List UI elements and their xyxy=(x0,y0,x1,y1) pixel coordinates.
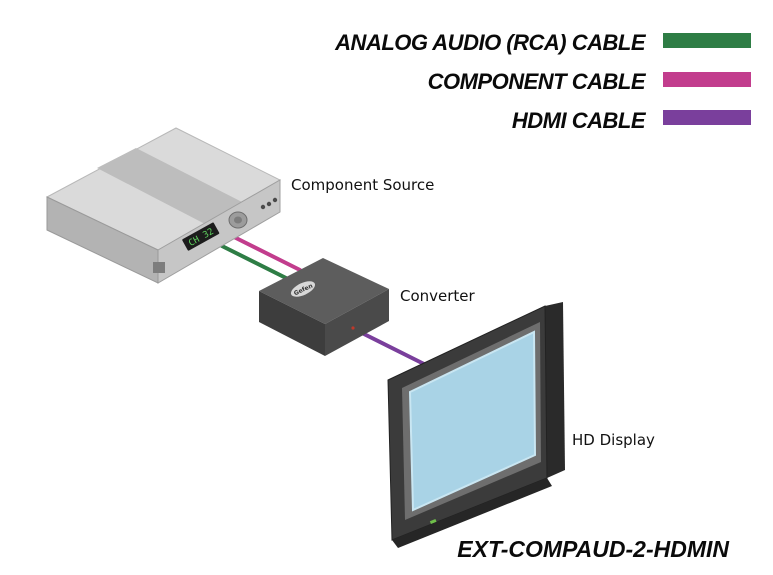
source-side-vent xyxy=(153,262,165,273)
display-screen xyxy=(408,330,537,512)
model-name: EXT-COMPAUD-2-HDMIN xyxy=(457,536,729,562)
converter-device: Gefen xyxy=(259,258,389,356)
legend-label-hdmi: HDMI CABLE xyxy=(512,108,647,133)
legend-item-hdmi: HDMI CABLE xyxy=(512,108,751,133)
component-source-label: Component Source xyxy=(291,176,434,194)
hd-display-label: HD Display xyxy=(572,431,655,449)
legend-item-analog-audio: ANALOG AUDIO (RCA) CABLE xyxy=(334,30,751,55)
legend-label-component: COMPONENT CABLE xyxy=(428,69,647,94)
converter-led-icon xyxy=(351,326,355,330)
converter-top-face xyxy=(259,258,389,324)
hdmi-cable xyxy=(360,331,434,370)
source-side-face xyxy=(46,196,159,284)
source-jacks-icon xyxy=(260,197,278,210)
legend-label-analog-audio: ANALOG AUDIO (RCA) CABLE xyxy=(334,30,647,55)
legend-swatch-hdmi xyxy=(663,110,751,125)
legend-swatch-analog-audio xyxy=(663,33,751,48)
display-back-edge xyxy=(545,302,565,478)
legend-item-component: COMPONENT CABLE xyxy=(428,69,751,94)
legend: ANALOG AUDIO (RCA) CABLE COMPONENT CABLE… xyxy=(334,30,751,133)
component-source-device: CH 32 xyxy=(45,127,282,284)
display-base xyxy=(392,478,552,548)
converter-label: Converter xyxy=(400,287,476,305)
source-dial-icon xyxy=(228,211,248,229)
legend-swatch-component xyxy=(663,72,751,87)
converter-side-face xyxy=(259,291,325,356)
analog-audio-cable xyxy=(220,244,290,281)
hd-display-device xyxy=(387,302,565,548)
source-top-strip xyxy=(97,148,244,224)
display-power-indicator-icon xyxy=(429,518,437,524)
converter-front-face xyxy=(325,289,389,356)
component-cable xyxy=(230,234,302,272)
cables xyxy=(220,234,434,370)
